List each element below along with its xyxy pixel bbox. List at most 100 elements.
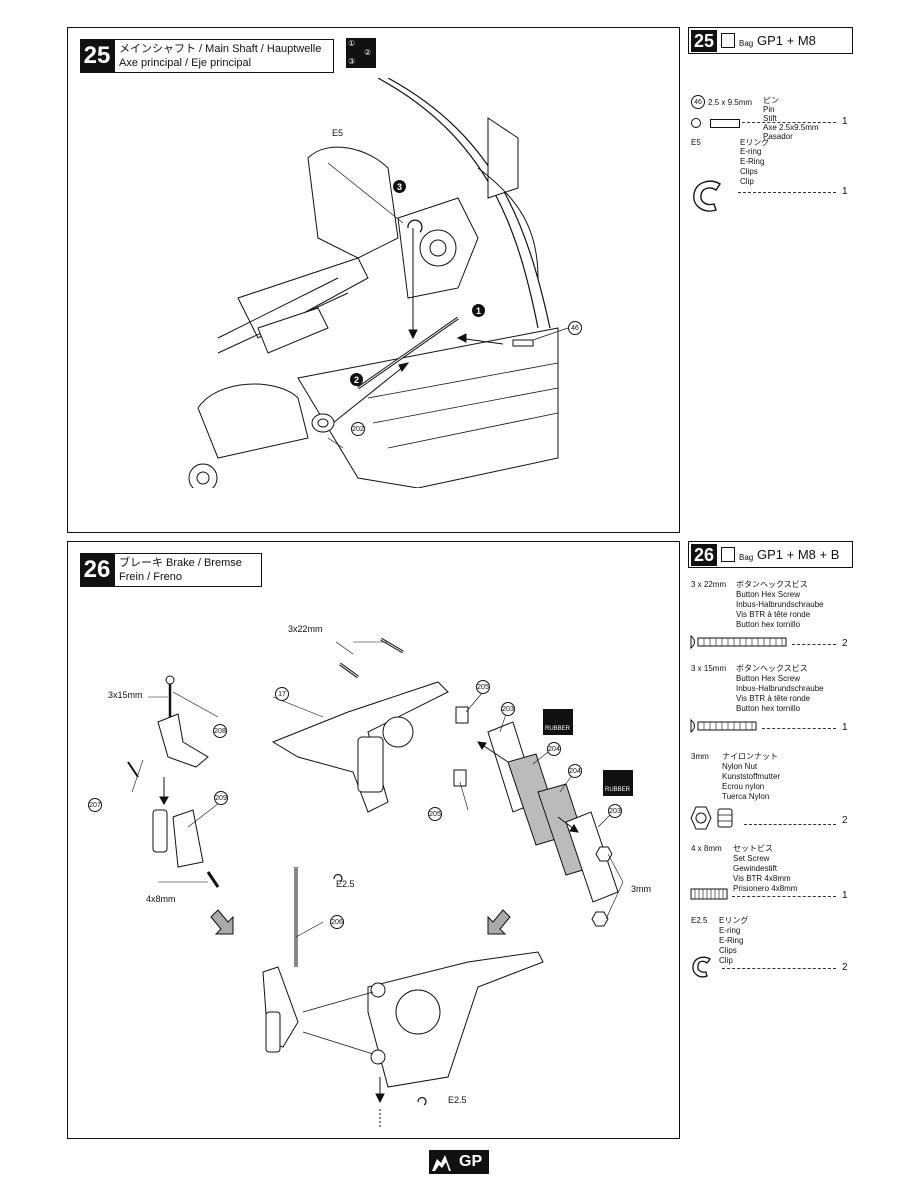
e-ring-e25-icon	[692, 956, 711, 978]
order-2: ②	[364, 48, 372, 57]
part-set-ja: セットビス	[733, 844, 773, 853]
callout-208: 208	[213, 724, 227, 738]
part-set-es: Prisionero 4x8mm	[733, 884, 798, 893]
part-e5-name-en: E-ring	[740, 147, 762, 156]
part-e25-ja: Eリング	[719, 916, 749, 925]
callout-46: 46	[568, 321, 582, 335]
step25-title-line1: メインシャフト / Main Shaft / Hauptwelle	[119, 43, 322, 55]
label-3x22mm: 3x22mm	[288, 624, 323, 634]
part-e25-es: Clip	[719, 956, 733, 965]
callout-205-a: 205	[476, 680, 490, 694]
label-e25-upper: E2.5	[336, 879, 355, 889]
screw-3x15-icon	[690, 718, 757, 734]
step26-title-box: ブレーキ Brake / Bremse Frein / Freno	[114, 553, 262, 587]
label-4x8mm: 4x8mm	[146, 894, 176, 904]
part-e25-de: E-Ring	[719, 936, 744, 945]
label-3x15mm: 3x15mm	[108, 690, 143, 700]
step25-title-line2: Axe principal / Eje principal	[119, 57, 252, 69]
part-nut-en: Nylon Nut	[722, 762, 758, 771]
step26-title-line1: ブレーキ Brake / Bremse	[119, 557, 242, 569]
part-3x22-dots	[792, 644, 836, 645]
step25-parts-panel: 25 Bag GP1 + M8	[688, 27, 853, 54]
part-e5-name-de: E-Ring	[740, 157, 765, 166]
part-e5-name-fr: Clips	[740, 167, 758, 176]
part-e25-qty: 2	[842, 962, 848, 973]
part-3x22-ja: ボタンヘックスビス	[736, 580, 808, 589]
part-3x22-de: Inbus-Halbrundschraube	[736, 600, 824, 609]
step25-panel: 25 メインシャフト / Main Shaft / Hauptwelle Axe…	[67, 27, 680, 533]
order-3: ③	[348, 57, 356, 66]
callout-206: 206	[330, 915, 344, 929]
part-nut-size: 3mm	[691, 752, 709, 761]
part-e25-fr: Clips	[719, 946, 737, 955]
part-3x15-dots	[762, 728, 836, 729]
bag-name: GP1 + M8	[757, 33, 816, 48]
part-e25-size: E2.5	[691, 916, 708, 925]
step25-title-box: メインシャフト / Main Shaft / Hauptwelle Axe pr…	[114, 39, 334, 73]
part-e25-en: E-ring	[719, 926, 741, 935]
part-3x22-qty: 2	[842, 638, 848, 649]
part-set-de: Gewindestift	[733, 864, 778, 873]
callout-204-a: 204	[547, 742, 561, 756]
part-46-name-fr: Axe 2.5x9.5mm	[763, 123, 819, 132]
rubber-label-2: RUBBER	[605, 787, 631, 793]
part-46-size: 2.5 x 9.5mm	[708, 98, 753, 107]
part-46-dots	[742, 122, 836, 123]
part-nut-dots	[744, 824, 836, 825]
part-e5-code: E5	[691, 138, 701, 147]
logo-text: GP	[459, 1153, 483, 1170]
part-set-fr: Vis BTR 4x8mm	[733, 874, 791, 883]
step-marker-1: 1	[472, 304, 485, 317]
part-46-name-ja: ピン	[763, 96, 779, 105]
e-ring-e5-icon	[693, 180, 721, 212]
callout-202: 202	[351, 422, 365, 436]
bag-label: Bag	[739, 39, 754, 48]
step-marker-2: 2	[350, 373, 363, 386]
part-nut-es: Tuerca Nylon	[722, 792, 770, 801]
part-3x15-ja: ボタンヘックスビス	[736, 664, 808, 673]
bag-icon	[721, 547, 735, 562]
pin-end-drawing	[691, 118, 701, 128]
main-shaft-assembly-drawing	[188, 78, 568, 488]
step26-title-line2: Frein / Freno	[119, 571, 182, 583]
callout-209: 209	[214, 791, 228, 805]
gp-logo: GP	[429, 1150, 489, 1174]
part-e5-qty: 1	[842, 186, 848, 197]
rubber-tag-1: RUBBER	[543, 709, 573, 735]
part-46-name-de: Stift	[763, 114, 777, 123]
part-3x15-de: Inbus-Halbrundschraube	[736, 684, 824, 693]
part-nut-de: Kunststoffmutter	[722, 772, 781, 781]
part-3x15-es: Button hex tornillo	[736, 704, 801, 713]
label-3mm: 3mm	[631, 884, 651, 894]
step26-number: 26	[80, 553, 114, 587]
part-46-name-en: Pin	[763, 105, 775, 114]
rubber-tag-2: RUBBER	[603, 770, 633, 796]
rubber-label-1: RUBBER	[545, 726, 571, 732]
step-marker-3: 3	[393, 180, 406, 193]
part-46-code: 46	[691, 95, 705, 109]
part-46-qty: 1	[842, 116, 848, 127]
screw-3x22-icon	[690, 634, 787, 650]
part-set-dots	[732, 896, 836, 897]
callout-203-b: 203	[608, 804, 622, 818]
callout-17: 17	[275, 687, 289, 701]
order-1: ①	[348, 39, 356, 48]
part-3x15-qty: 1	[842, 722, 848, 733]
pin-drawing	[710, 119, 740, 128]
part-nut-qty: 2	[842, 815, 848, 826]
brake-assembly-drawing	[127, 637, 624, 1127]
step25-parts-number: 25	[691, 30, 717, 52]
label-e25-lower: E2.5	[448, 1095, 467, 1105]
part-3x22-fr: Vis BTR à tête ronde	[736, 610, 811, 619]
bag-name: GP1 + M8 + B	[757, 547, 840, 562]
part-e5-dots	[738, 192, 836, 193]
part-3x22-en: Button Hex Screw	[736, 590, 801, 599]
part-e5-name-es: Clip	[740, 177, 754, 186]
part-e25-dots	[722, 968, 836, 969]
step26-panel: 26 ブレーキ Brake / Bremse Frein / Freno	[67, 541, 680, 1139]
e5-label: E5	[332, 128, 344, 138]
step26-parts-number: 26	[691, 544, 717, 566]
set-screw-icon	[690, 888, 728, 900]
logo-figure-icon	[432, 1155, 451, 1171]
part-3x22-size: 3 x 22mm	[691, 580, 727, 589]
